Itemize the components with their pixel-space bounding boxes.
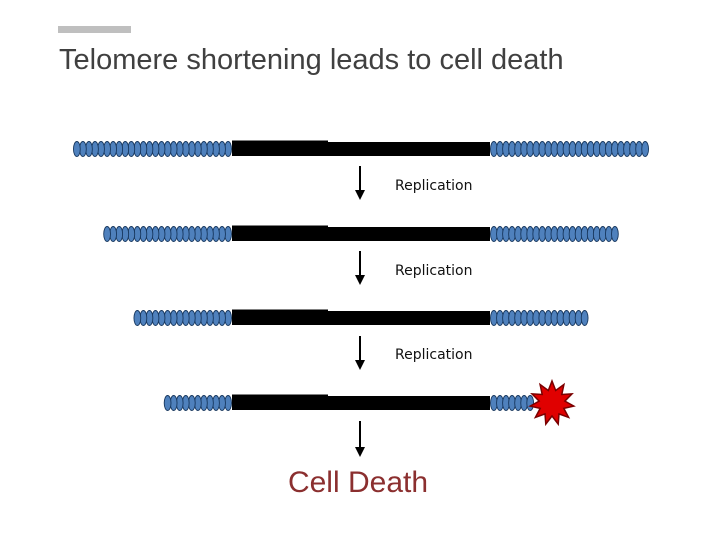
telomere-repeat-left (103, 226, 111, 242)
chromosome-stage (163, 378, 576, 427)
telomere-repeat-right (641, 141, 650, 157)
explosion-burst-icon (528, 378, 576, 427)
telomere-repeat-right (580, 310, 589, 326)
chromosome-notch (232, 140, 328, 142)
chromosome-stage (133, 309, 589, 326)
replication-step: Replication (355, 251, 472, 285)
title-accent-bar (58, 26, 131, 33)
replication-step: Replication (355, 336, 472, 370)
slide-title: Telomere shortening leads to cell death (59, 44, 564, 76)
chromosome-bar (232, 396, 490, 410)
telomere-repeat-left (133, 310, 142, 326)
chromosome-bar (232, 311, 490, 325)
replication-label: Replication (395, 263, 472, 279)
cell-death-outcome: Cell Death (288, 466, 428, 499)
telomere-repeat-right (526, 395, 535, 411)
chromosome-bar (232, 227, 490, 241)
replication-label: Replication (395, 178, 472, 194)
chromosome-bar (232, 142, 490, 156)
chromosome-notch (232, 394, 328, 396)
replication-step: Replication (355, 166, 472, 200)
chromosome-stage (103, 225, 619, 242)
telomere-repeat-right (611, 226, 619, 242)
replication-label: Replication (395, 347, 472, 363)
telomere-repeat-left (72, 141, 81, 157)
chromosome-stage (72, 140, 650, 157)
chromosome-notch (232, 225, 328, 227)
cell-death-label: Cell Death (288, 466, 428, 499)
chromosome-stages (72, 140, 650, 427)
telomere-repeat-left (163, 395, 172, 411)
chromosome-notch (232, 309, 328, 311)
